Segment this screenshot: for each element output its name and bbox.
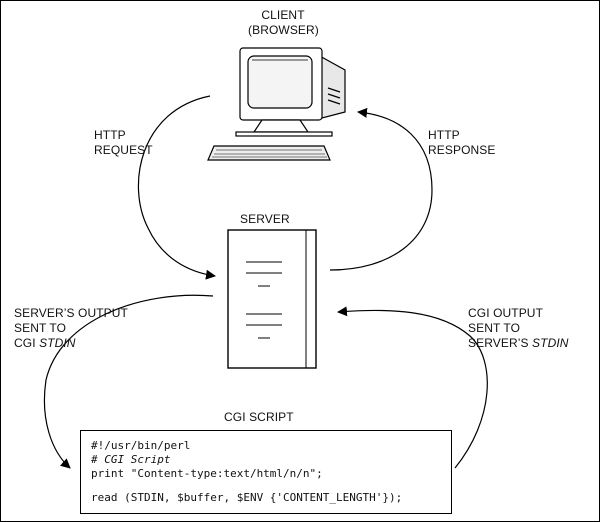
http-request-line-2: REQUEST <box>94 143 153 157</box>
server-label: SERVER <box>240 212 290 227</box>
http-response-line-2: RESPONSE <box>428 143 496 157</box>
cgi-output-prefix: SERVER’S <box>468 336 533 350</box>
server-icon <box>227 229 317 369</box>
cgi-output-label: CGI OUTPUT SENT TO SERVER’S STDIN <box>468 306 569 351</box>
http-request-line-1: HTTP <box>94 128 126 142</box>
code-line-3: print "Content-type:text/html/n/n"; <box>91 467 323 480</box>
client-label-line-1: CLIENT <box>261 8 305 22</box>
server-output-line-3: CGI STDIN <box>14 336 128 351</box>
cgi-script-code-box: #!/usr/bin/perl # CGI Script print "Cont… <box>80 430 452 514</box>
http-request-arrow <box>137 95 216 280</box>
code-line-4: read (STDIN, $buffer, $ENV {'CONTENT_LEN… <box>91 491 403 504</box>
code-line-1: #!/usr/bin/perl <box>91 439 191 452</box>
client-computer-icon <box>207 47 346 161</box>
code-line-2: # CGI Script <box>91 453 171 466</box>
http-response-arrow <box>329 107 433 271</box>
http-response-line-1: HTTP <box>428 128 460 142</box>
server-output-line-1: SERVER’S OUTPUT <box>14 306 128 320</box>
client-label: CLIENT (BROWSER) <box>248 8 319 38</box>
cgi-output-arrow <box>337 306 488 469</box>
server-output-label: SERVER’S OUTPUT SENT TO CGI STDIN <box>14 306 128 351</box>
cgi-output-line-3: SERVER’S STDIN <box>468 336 569 351</box>
server-output-stdin: STDIN <box>39 336 76 350</box>
http-request-label: HTTP REQUEST <box>94 128 153 158</box>
cgi-script-label: CGI SCRIPT <box>224 410 294 425</box>
cgi-output-stdin: STDIN <box>532 336 569 350</box>
cgi-output-line-2: SENT TO <box>468 321 521 335</box>
server-output-prefix: CGI <box>14 336 40 350</box>
http-response-label: HTTP RESPONSE <box>428 128 496 158</box>
server-output-line-2: SENT TO <box>14 321 67 335</box>
client-label-line-2: (BROWSER) <box>248 23 319 37</box>
cgi-output-line-1: CGI OUTPUT <box>468 306 543 320</box>
server-label-text: SERVER <box>240 212 290 226</box>
cgi-script-label-text: CGI SCRIPT <box>224 410 294 424</box>
server-output-arrow <box>43 294 214 469</box>
